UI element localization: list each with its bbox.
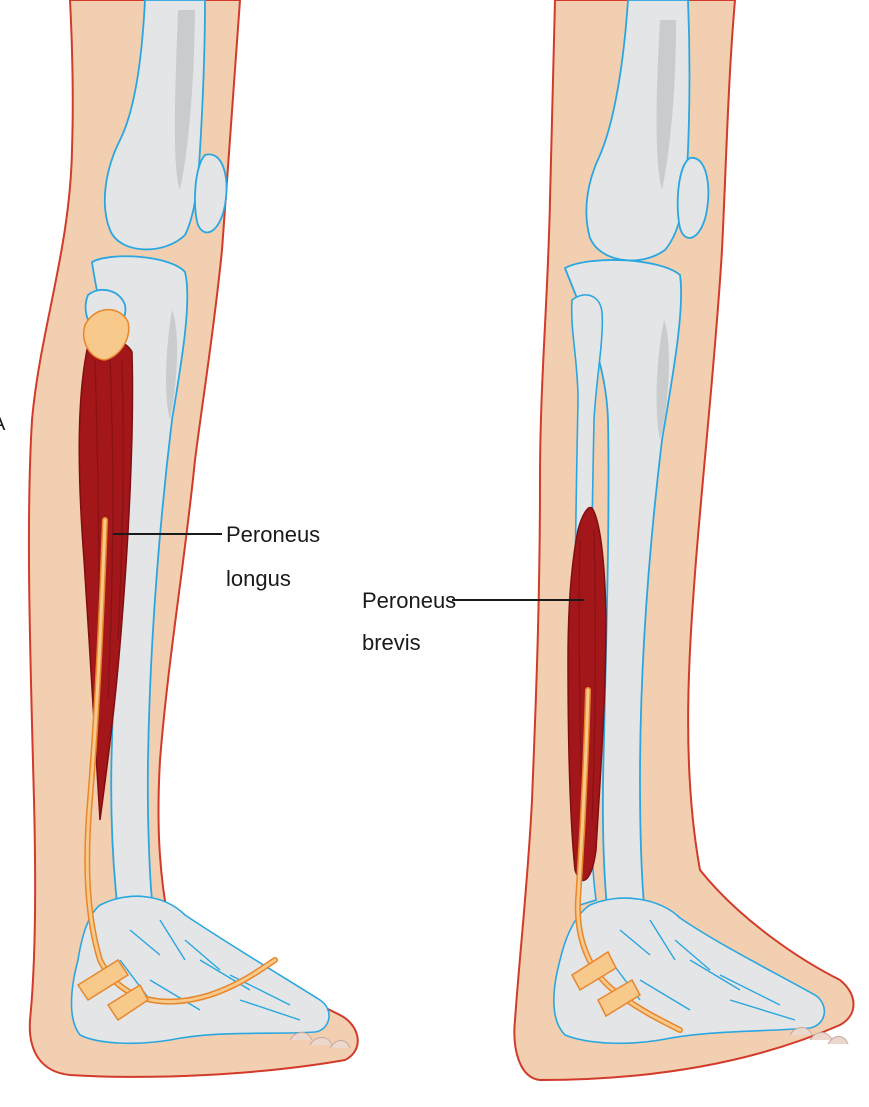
right-leg: Peroneus brevis (362, 0, 854, 1080)
left-leg: Peroneus longus (29, 0, 358, 1077)
brevis-label-line1: Peroneus (362, 588, 456, 613)
longus-label-line2: longus (226, 566, 291, 591)
brevis-label-line2: brevis (362, 630, 421, 655)
edge-letter: A (0, 413, 6, 435)
longus-label-line1: Peroneus (226, 522, 320, 547)
